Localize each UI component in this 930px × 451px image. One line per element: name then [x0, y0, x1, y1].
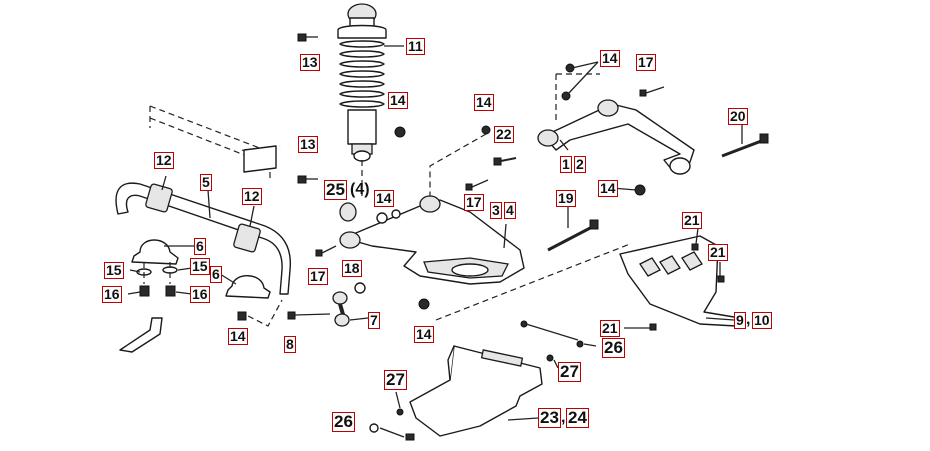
callout-18: 18 — [342, 260, 362, 277]
stabilizer-bar — [115, 182, 292, 295]
bolt-8 — [287, 311, 296, 320]
bolt-21-a — [691, 243, 699, 251]
bolt-21-c — [649, 323, 657, 331]
nut-14-shock — [394, 126, 406, 138]
callout-21-b: 21 — [708, 244, 728, 261]
callout-6-left: 6 — [194, 238, 206, 255]
callout-6-right: 6 — [210, 266, 222, 283]
callout-17-low: 17 — [308, 268, 328, 285]
callout-17-mid: 17 — [464, 194, 484, 211]
callout-1: 1 — [560, 156, 572, 173]
washer-18 — [354, 282, 366, 294]
lower-a-arm — [339, 195, 525, 285]
stabilizer-link — [332, 291, 350, 327]
callout-26-right: 26 — [602, 338, 625, 358]
callout-27-right: 27 — [558, 362, 581, 382]
callout-13-lower: 13 — [298, 136, 318, 153]
callout-9: 9 — [734, 312, 746, 329]
callout-11: 11 — [406, 38, 425, 55]
bushing-25 — [339, 202, 401, 224]
bolt-8-shank — [294, 313, 331, 316]
callout-12-left: 12 — [154, 152, 174, 169]
callout-25: 25 — [324, 180, 347, 200]
callout-5: 5 — [200, 174, 212, 191]
upper-arm-dashline — [555, 73, 600, 124]
callout-17-top: 17 — [636, 54, 656, 71]
bolt-20 — [721, 133, 769, 158]
bolt-13-upper — [297, 33, 318, 42]
hardware-26-27 — [369, 320, 584, 441]
shock-absorber — [337, 3, 387, 162]
bolt-21-b — [717, 275, 725, 283]
bar-bracket-left — [131, 239, 179, 265]
callout-15-left: 15 — [104, 262, 124, 279]
callout-9-10-comma: , — [746, 311, 751, 328]
callout-26-left: 26 — [332, 412, 355, 432]
bolt-19 — [547, 219, 599, 252]
callout-14-right: 14 — [598, 180, 618, 197]
bolt-17-mid-shank — [471, 179, 489, 188]
nut-14-mid — [481, 125, 491, 135]
callout-7: 7 — [368, 312, 380, 329]
callout-16-left: 16 — [102, 286, 122, 303]
bolt-17-low-shank — [321, 245, 337, 254]
callout-4: 4 — [504, 202, 516, 219]
callout-12-right: 12 — [242, 188, 262, 205]
callout-21-c: 21 — [600, 320, 620, 337]
nut-14-right — [634, 184, 646, 196]
hardware-15-16 — [136, 262, 178, 297]
nut-14-bot — [418, 298, 430, 310]
mount-bracket — [119, 317, 163, 353]
leader-lines — [127, 45, 743, 421]
callout-3: 3 — [490, 202, 502, 219]
callout-27-left: 27 — [384, 370, 407, 390]
callout-19: 19 — [556, 190, 576, 207]
bolt-22 — [493, 157, 517, 166]
callout-8: 8 — [284, 336, 296, 353]
bar-bracket-right — [225, 275, 271, 299]
callout-23: 23 — [538, 408, 561, 428]
callout-13-upper: 13 — [300, 54, 320, 71]
callout-14-low: 14 — [228, 328, 248, 345]
callout-14-bushing: 14 — [374, 190, 394, 207]
upper-a-arm — [537, 99, 695, 175]
bolt-17-top — [639, 89, 647, 97]
callout-2: 2 — [574, 156, 586, 173]
skid-plate-bottom — [409, 345, 543, 437]
callout-15-right: 15 — [190, 258, 210, 275]
callout-16-right: 16 — [190, 286, 210, 303]
callout-14-bottom: 14 — [414, 326, 434, 343]
bolt-17-top-shank — [645, 86, 665, 94]
callout-23-24-comma: , — [561, 409, 566, 426]
callout-14-mid: 14 — [474, 94, 494, 111]
link-dashline — [247, 299, 283, 327]
callout-25-suffix: (4) — [350, 181, 370, 198]
bolt-17-mid — [465, 183, 473, 191]
callout-22: 22 — [494, 126, 514, 143]
callout-10: 10 — [752, 312, 772, 329]
callout-20: 20 — [728, 108, 748, 125]
lower-dashline — [435, 243, 631, 321]
callout-14-top: 14 — [600, 50, 620, 67]
callout-14-shock: 14 — [388, 92, 408, 109]
bolt-17-low — [315, 249, 323, 257]
bolt-13-lower — [297, 175, 318, 184]
callout-21-a: 21 — [682, 212, 702, 229]
frame-bracket — [149, 105, 281, 178]
callout-24: 24 — [566, 408, 589, 428]
nut-14-low — [237, 311, 247, 321]
